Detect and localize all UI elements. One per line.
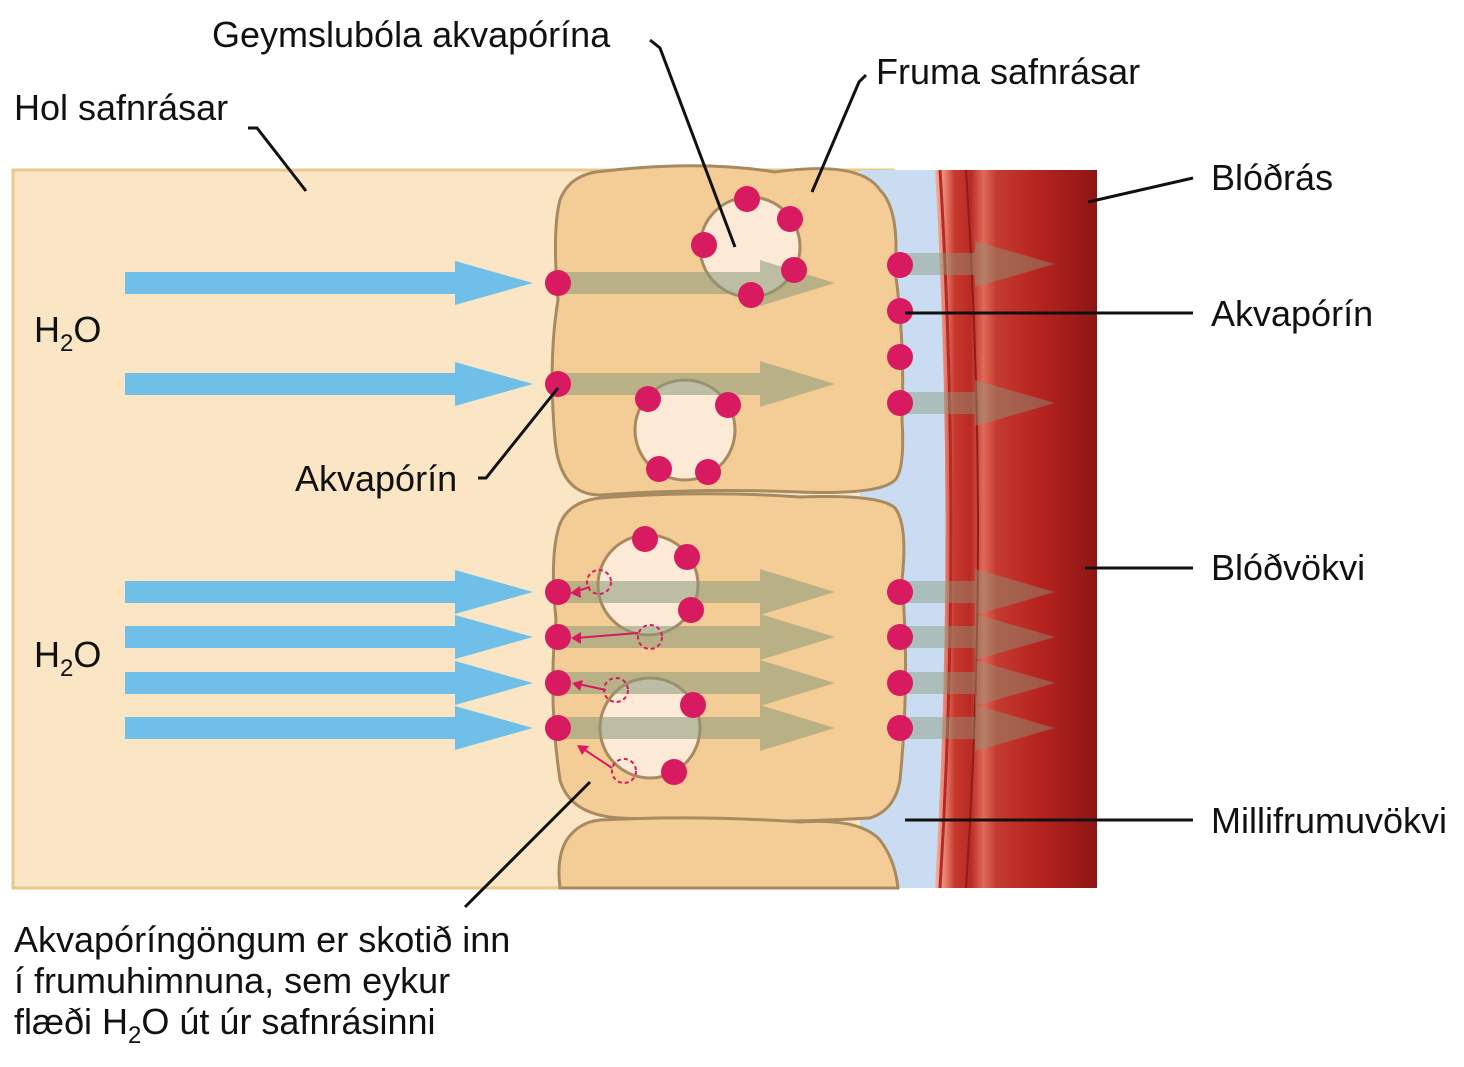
- aquaporin-dot: [678, 597, 704, 623]
- water-arrow: [125, 706, 533, 750]
- flow-arrow: [565, 705, 835, 751]
- vessel-wall-line: [965, 169, 979, 889]
- blood-vessel: [935, 170, 1097, 888]
- insertion-arrow: [577, 683, 607, 691]
- aquaporin-dot: [734, 186, 760, 212]
- leader-line-akvaporin-left: [478, 387, 560, 480]
- aquaporin-dot: [777, 206, 803, 232]
- aquaporin-dot: [680, 692, 706, 718]
- aquaporins: [545, 186, 913, 785]
- arrowhead: [572, 680, 583, 691]
- caption-line-3-end: O út úr safnrásinni: [141, 1001, 435, 1042]
- aquaporin-dot: [646, 456, 672, 482]
- arrowhead: [577, 745, 589, 755]
- aquaporin-dot: [545, 371, 571, 397]
- aquaporin-dot: [691, 232, 717, 258]
- flow-arrow: [565, 660, 835, 706]
- label-blodras: Blóðrás: [1211, 157, 1333, 198]
- insertion-arrow: [575, 632, 639, 639]
- aquaporin-dot: [887, 344, 913, 370]
- water-o: O: [73, 309, 101, 350]
- water-arrow: [125, 362, 533, 406]
- aquaporin-dot: [887, 624, 913, 650]
- flow-arrow: [565, 260, 835, 306]
- aquaporin-dot: [887, 670, 913, 696]
- aquaporin-dot: [715, 392, 741, 418]
- arrowhead: [571, 632, 581, 644]
- water-arrow: [125, 570, 533, 614]
- label-akvaporin-left: Akvapórín: [295, 458, 457, 499]
- water-subscript: 2: [60, 330, 73, 357]
- water-subscript: 2: [60, 655, 73, 682]
- water-arrow: [125, 661, 533, 705]
- flow-arrow: [905, 705, 1055, 751]
- caption-line-3-start: flæði H: [14, 1001, 128, 1042]
- caption-line-2: í frumuhimnuna, sem eykur: [14, 960, 450, 1001]
- vessel-wall-line: [938, 169, 953, 889]
- insertion-arrow: [581, 747, 613, 769]
- flow-arrow: [905, 614, 1055, 660]
- water-h: H: [34, 309, 60, 350]
- aquaporin-dot: [545, 579, 571, 605]
- leader-line-hol: [248, 126, 308, 192]
- flow-arrows-cell: [565, 260, 835, 751]
- arrowhead: [570, 586, 581, 598]
- flow-arrow: [565, 614, 835, 660]
- aquaporin-dot: [674, 544, 700, 570]
- aquaporin-dot: [635, 386, 661, 412]
- label-fruma: Fruma safnrásar: [876, 51, 1140, 92]
- leader-line-fruma: [810, 73, 868, 193]
- caption-subscript: 2: [128, 1022, 141, 1049]
- leader-line-blodras: [1087, 176, 1194, 204]
- aquaporin-dot: [545, 670, 571, 696]
- leader-line-caption: [463, 780, 592, 909]
- aquaporin-dot: [661, 759, 687, 785]
- aquaporin-dot: [632, 526, 658, 552]
- water-h: H: [34, 634, 60, 675]
- aquaporin-dot: [887, 252, 913, 278]
- inserting-aquaporin: [611, 758, 637, 784]
- inserting-aquaporin: [637, 624, 663, 650]
- aquaporin-dot: [695, 459, 721, 485]
- flow-arrow: [905, 380, 1055, 426]
- flow-arrow: [905, 241, 1055, 287]
- collecting-duct-cell: [557, 816, 900, 890]
- aquaporin-dot: [887, 715, 913, 741]
- aquaporin-dot: [781, 257, 807, 283]
- insertion-arrowheads: [570, 586, 589, 755]
- label-hol: Hol safnrásar: [14, 87, 228, 128]
- label-millifrumuvokvi: Millifrumuvökvi: [1211, 800, 1447, 841]
- aquaporin-dot: [887, 579, 913, 605]
- flow-arrow: [905, 660, 1055, 706]
- collecting-duct-cell: [551, 492, 908, 823]
- aquaporin-dot: [545, 270, 571, 296]
- flow-arrow: [565, 361, 835, 407]
- water-o: O: [73, 634, 101, 675]
- caption-line-3: flæði H2O út úr safnrásinni: [14, 1001, 436, 1049]
- label-akvaporin-right: Akvapórín: [1211, 293, 1373, 334]
- label-water-bottom: H2O: [34, 634, 101, 682]
- inserting-aquaporin: [586, 569, 612, 595]
- label-geymslubola: Geymslubóla akvapórína: [212, 14, 611, 55]
- water-arrow: [125, 261, 533, 305]
- aquaporin-dot: [545, 624, 571, 650]
- flow-arrows-blood: [905, 241, 1055, 751]
- water-arrow: [125, 615, 533, 659]
- leader-lines: [248, 38, 1194, 909]
- leader-line-geymslubola: [649, 38, 737, 248]
- label-water-top: H2O: [34, 309, 101, 357]
- aquaporin-dot: [738, 282, 764, 308]
- aquaporin-dot: [545, 715, 571, 741]
- aquaporin-dot: [887, 390, 913, 416]
- flow-arrow: [905, 569, 1055, 615]
- water-arrows: [125, 261, 533, 750]
- flow-arrow: [565, 569, 835, 615]
- caption-line-1: Akvapóríngöngum er skotið inn: [14, 919, 510, 960]
- aquaporin-dot: [887, 298, 913, 324]
- label-blodvokvi: Blóðvökvi: [1211, 547, 1365, 588]
